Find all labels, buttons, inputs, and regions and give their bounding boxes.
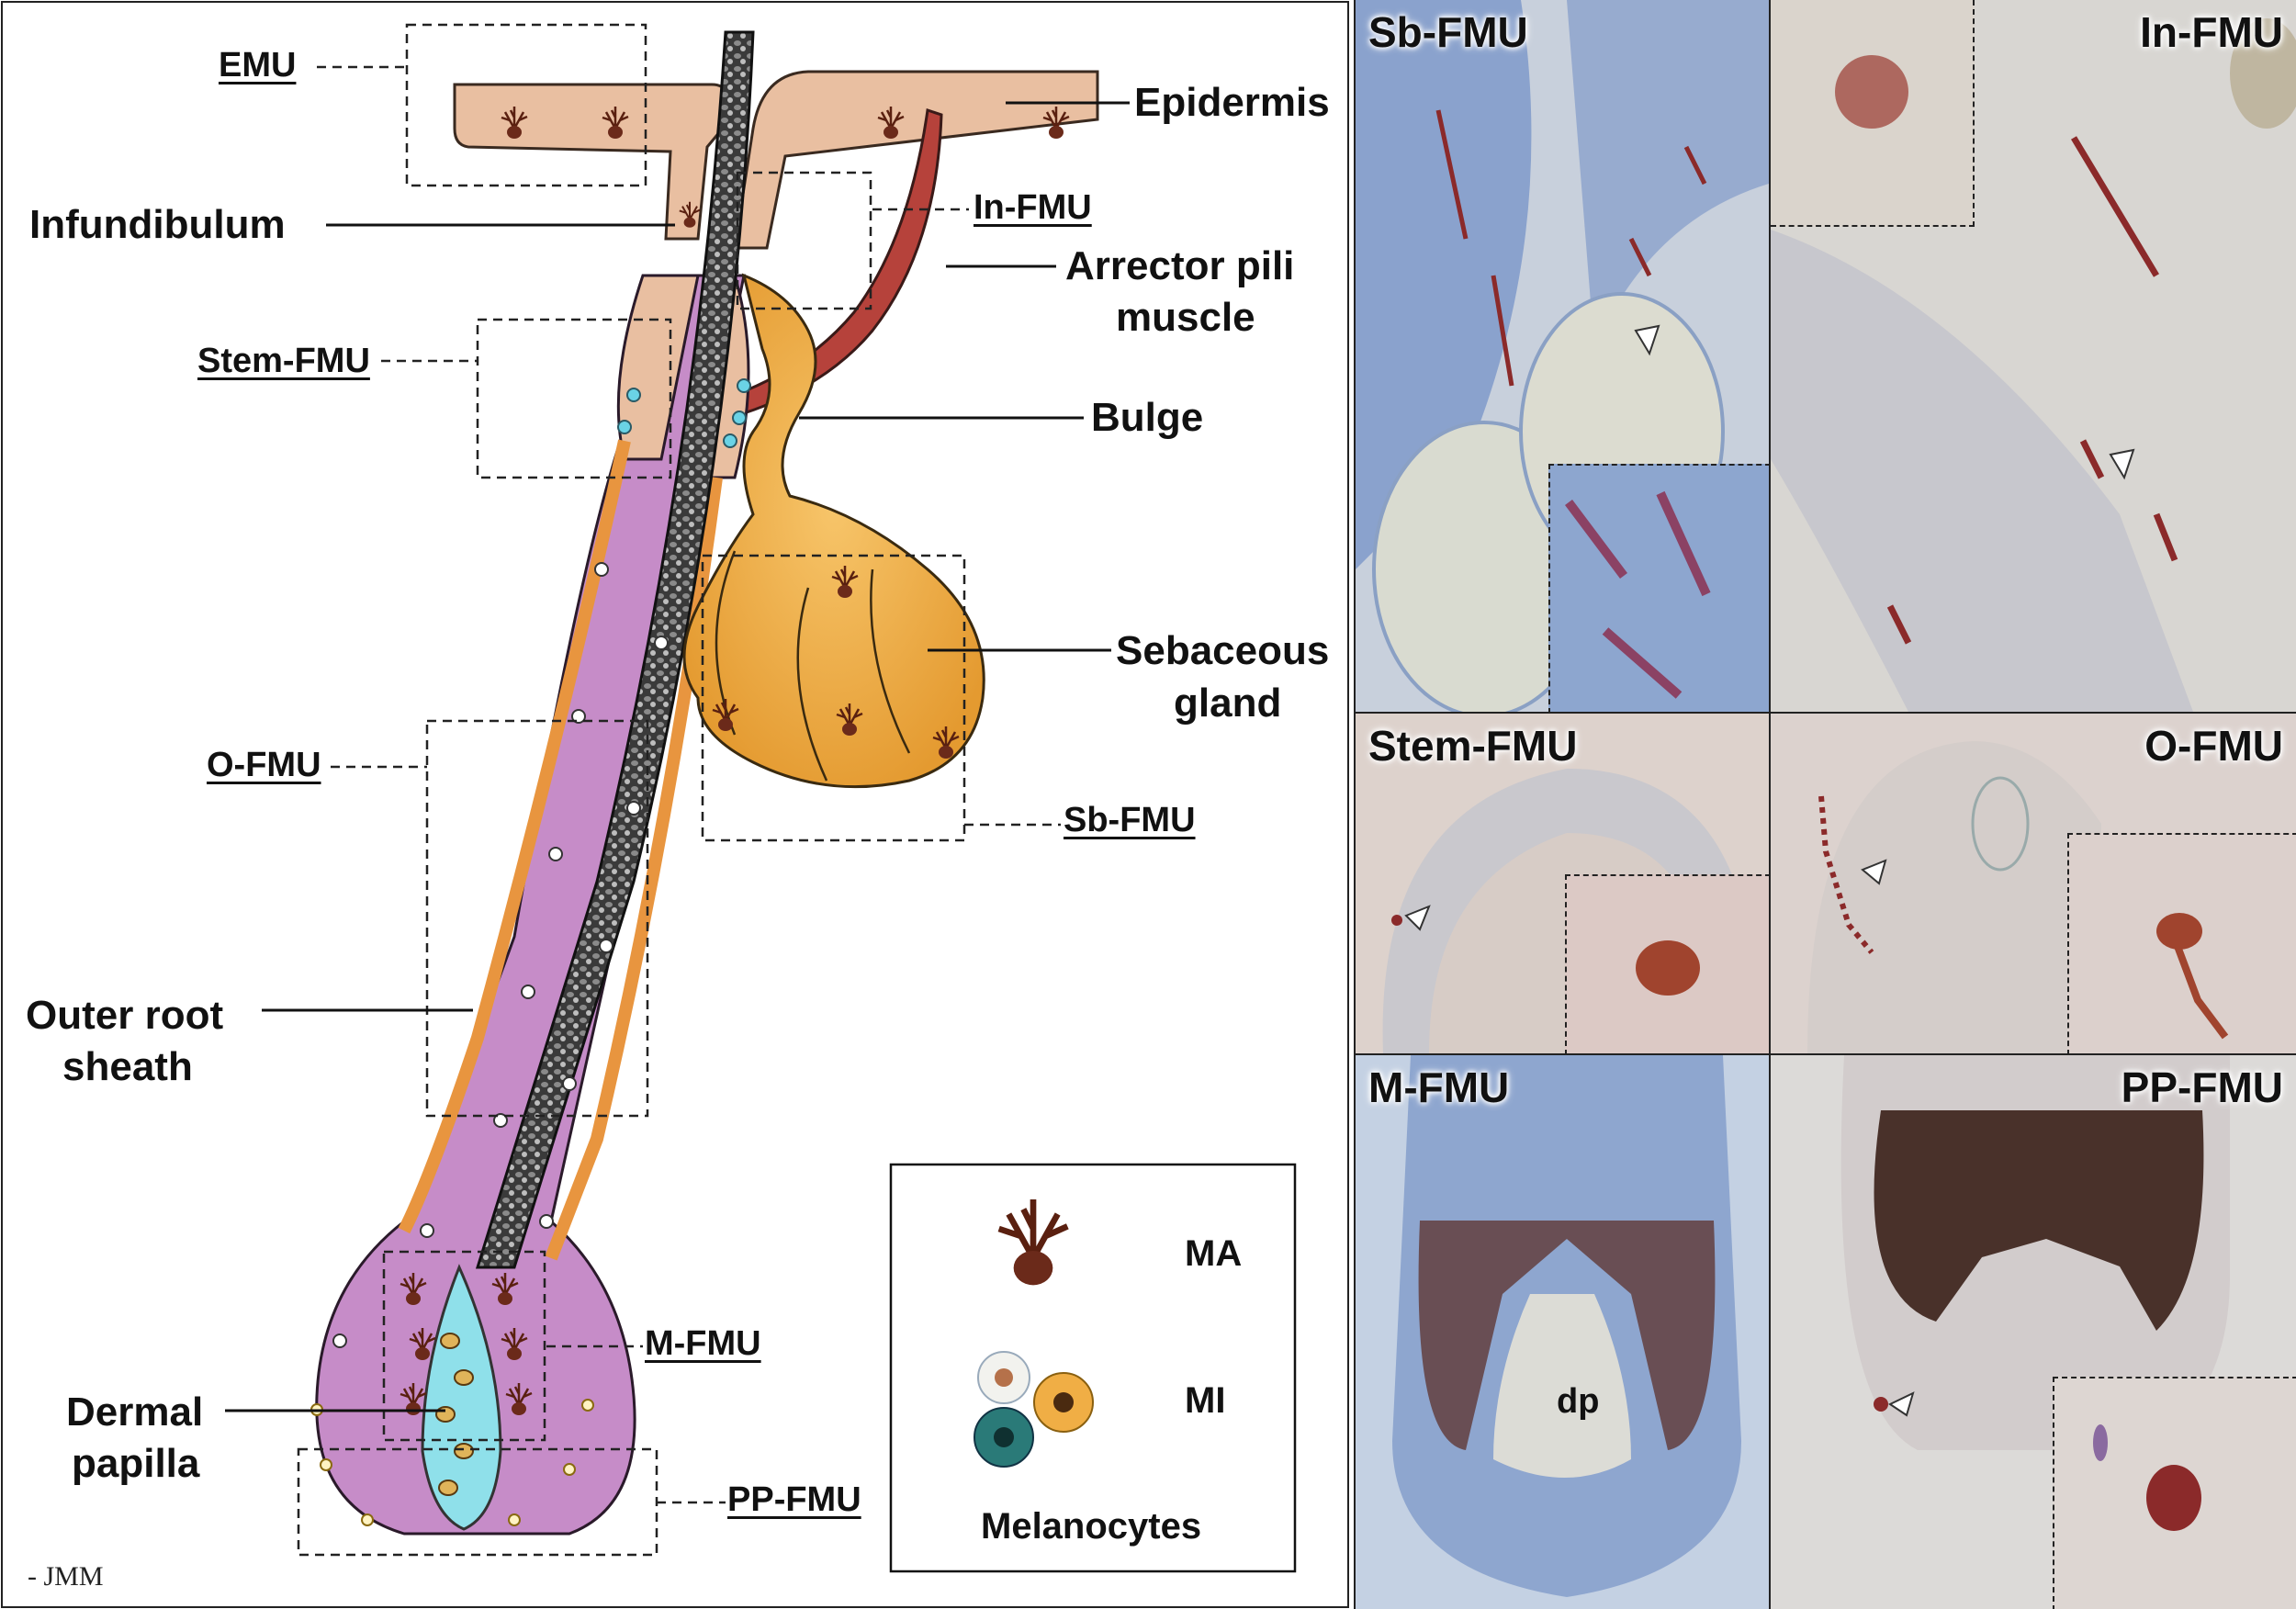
label-emu: EMU	[219, 46, 297, 84]
label-arrector-1: Arrector pili	[1065, 243, 1295, 288]
panel-in-inset	[1771, 0, 1975, 227]
panel-sb-fmu: Sb-FMU	[1356, 0, 1769, 712]
label-dp: dp	[1557, 1382, 1600, 1421]
label-m-fmu: M-FMU	[645, 1324, 761, 1363]
panel-stem-inset	[1565, 874, 1769, 1053]
panel-sb-inset-texture	[1565, 490, 1711, 699]
panel-o-title: O-FMU	[2144, 722, 2283, 770]
panel-pp-title: PP-FMU	[2121, 1063, 2283, 1111]
label-sebaceous-2: gland	[1174, 681, 1282, 726]
label-dermal-1: Dermal	[66, 1390, 204, 1435]
o-fmu-box	[425, 719, 649, 1118]
sb-fmu-box	[701, 554, 966, 842]
label-epidermis: Epidermis	[1134, 80, 1330, 125]
panel-o-fmu: O-FMU	[1771, 714, 2296, 1053]
panel-stem-title: Stem-FMU	[1368, 722, 1578, 770]
panel-sb-texture	[1356, 0, 1769, 712]
legend-mi-label: MI	[1185, 1380, 1226, 1421]
label-outer-root-1: Outer root	[26, 993, 224, 1038]
emu-box	[405, 23, 647, 187]
panel-grid-line	[1356, 712, 2296, 714]
panel-sb-inset	[1548, 464, 1769, 712]
panel-stem-fmu: Stem-FMU	[1356, 714, 1769, 1053]
stem-fmu-box	[476, 318, 672, 479]
panel-m-texture	[1392, 1055, 1741, 1597]
label-in-fmu: In-FMU	[974, 188, 1092, 227]
panel-in-texture	[1771, 18, 2296, 712]
panel-in-title: In-FMU	[2140, 8, 2283, 56]
label-bulge: Bulge	[1091, 395, 1204, 440]
panel-m-fmu: M-FMU	[1356, 1055, 1769, 1609]
legend-box	[889, 1163, 1297, 1573]
panel-stem-inset-texture	[1636, 940, 1700, 996]
label-sb-fmu: Sb-FMU	[1064, 801, 1196, 839]
legend-ma-label: MA	[1185, 1233, 1243, 1274]
panel-pp-inset	[2053, 1377, 2296, 1609]
signature: - JMM	[28, 1561, 104, 1592]
panel-grid-line	[1354, 0, 1356, 1609]
panel-m-title: M-FMU	[1368, 1063, 1510, 1111]
panel-pp-texture	[1840, 1055, 2230, 1450]
panel-o-inset	[2067, 833, 2296, 1053]
hair-follicle-diagram	[1, 1, 1349, 1608]
panel-o-inset-texture	[2156, 913, 2229, 1040]
label-outer-root-2: sheath	[62, 1044, 193, 1089]
label-dermal-2: papilla	[72, 1441, 200, 1486]
label-arrector-2: muscle	[1116, 295, 1255, 340]
panel-sb-title: Sb-FMU	[1368, 8, 1528, 56]
panel-pp-fmu: PP-FMU	[1771, 1055, 2296, 1609]
label-infundibulum: Infundibulum	[29, 202, 286, 247]
panel-in-inset-texture	[1835, 55, 1908, 129]
legend-title: Melanocytes	[981, 1506, 1202, 1547]
label-pp-fmu: PP-FMU	[727, 1480, 861, 1519]
panel-pp-inset-texture	[2093, 1424, 2201, 1531]
panel-grid-line	[1356, 1053, 2296, 1055]
panel-o-texture	[1807, 741, 2101, 1053]
m-fmu-box	[382, 1250, 546, 1442]
label-stem-fmu: Stem-FMU	[197, 342, 370, 380]
label-sebaceous-1: Sebaceous	[1116, 628, 1330, 673]
in-fmu-box	[736, 171, 872, 310]
panel-grid-line	[1769, 0, 1771, 1609]
label-o-fmu: O-FMU	[207, 746, 321, 784]
panel-in-fmu: In-FMU	[1771, 0, 2296, 712]
